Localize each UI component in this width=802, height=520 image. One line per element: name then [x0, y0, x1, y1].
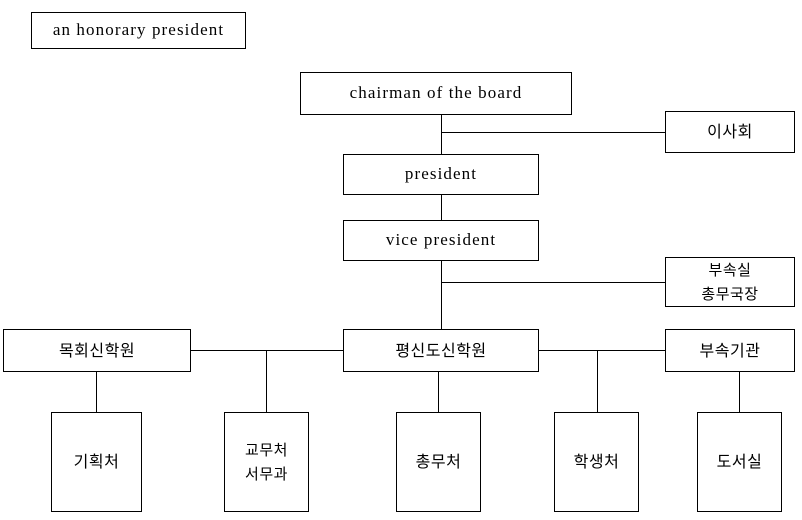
node-chairman-of-the-board[interactable]: chairman of the board [300, 72, 572, 115]
connector-pastoral-to-lay-link [191, 350, 343, 351]
node-planning-office[interactable]: 기획처 [51, 412, 142, 512]
connector-pastoral-drop-planning [96, 372, 97, 412]
node-president[interactable]: president [343, 154, 539, 195]
connector-student-affairs-drop [597, 350, 598, 412]
node-affiliated-institutions[interactable]: 부속기관 [665, 329, 795, 372]
node-label-honorary-president: an honorary president [52, 20, 225, 40]
node-vice-president[interactable]: vice president [343, 220, 539, 261]
node-label-general-affairs-office: 총무처 [415, 452, 462, 472]
node-honorary-president[interactable]: an honorary president [31, 12, 246, 49]
node-lay-theology-institute[interactable]: 평신도신학원 [343, 329, 539, 372]
node-library[interactable]: 도서실 [697, 412, 782, 512]
connector-vice-president-to-lay-trunk [441, 261, 442, 329]
connector-academic-affairs-drop [266, 350, 267, 412]
connector-general-affairs-drop [438, 372, 439, 412]
node-student-affairs-office[interactable]: 학생처 [554, 412, 639, 512]
node-label-library: 도서실 [716, 452, 763, 472]
node-label-planning-office: 기획처 [73, 452, 120, 472]
node-label-student-affairs-office: 학생처 [573, 452, 620, 472]
node-label-lay-theology-institute: 평신도신학원 [395, 340, 487, 360]
node-label-academic-affairs-office-line-2: 서무과 [245, 465, 288, 483]
node-label-annex-office-line-2: 총무국장 [701, 285, 759, 303]
node-label-board-of-directors: 이사회 [707, 122, 753, 142]
node-label-annex-office-line-1: 부속실 [708, 261, 752, 279]
node-label-pastoral-theology-institute: 목회신학원 [58, 340, 136, 360]
node-pastoral-theology-institute[interactable]: 목회신학원 [3, 329, 191, 372]
node-label-chairman-of-the-board: chairman of the board [349, 83, 523, 103]
node-label-affiliated-institutions: 부속기관 [699, 340, 761, 360]
connector-library-drop [739, 372, 740, 412]
node-label-vice-president: vice president [385, 230, 497, 250]
node-label-academic-affairs-office-line-1: 교무처 [245, 441, 288, 459]
connector-lay-to-affiliated-link [539, 350, 665, 351]
node-label-president: president [404, 164, 478, 184]
connector-chairman-to-president-trunk [441, 115, 442, 154]
node-general-affairs-office[interactable]: 총무처 [396, 412, 481, 512]
node-board-of-directors[interactable]: 이사회 [665, 111, 795, 153]
connector-chairman-to-board-branch [441, 132, 665, 133]
connector-president-to-vice-president-trunk [441, 195, 442, 220]
connector-vice-president-to-annex-branch [441, 282, 665, 283]
